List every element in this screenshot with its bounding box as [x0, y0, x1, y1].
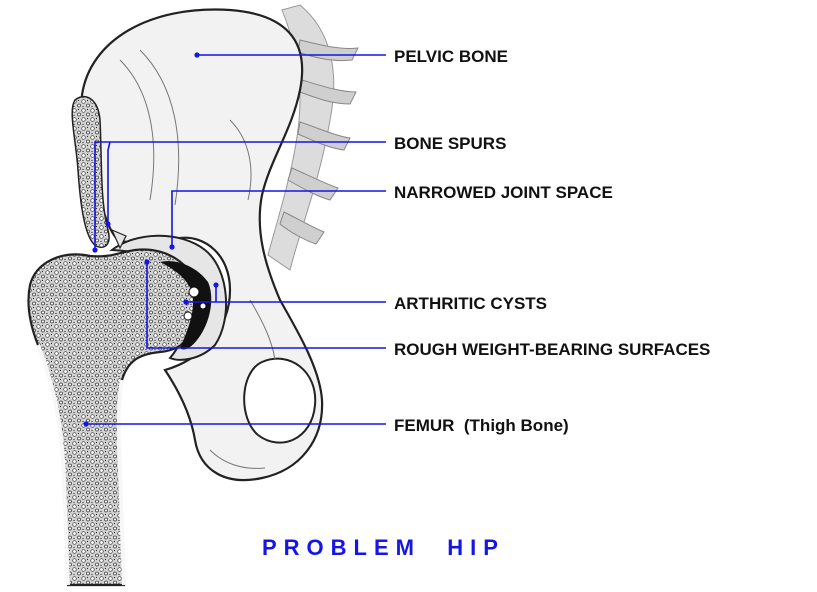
leader-dot-arthritic-cysts-1: [183, 299, 188, 304]
leader-dot-narrowed-joint-space: [169, 244, 174, 249]
femur-illustration: [28, 250, 200, 585]
leader-dot-pelvic-bone: [194, 52, 199, 57]
label-arthritic-cysts: ARTHRITIC CYSTS: [394, 294, 547, 313]
diagram-title: PROBLEM HIP: [262, 535, 505, 560]
labels: PELVIC BONE BONE SPURS NARROWED JOINT SP…: [394, 47, 710, 435]
leader-dot-bone-spurs-1: [92, 247, 97, 252]
label-narrowed-joint-space: NARROWED JOINT SPACE: [394, 183, 613, 202]
label-pelvic-bone: PELVIC BONE: [394, 47, 508, 66]
label-rough-weight-bearing-surfaces: ROUGH WEIGHT-BEARING SURFACES: [394, 340, 710, 359]
leader-dot-femur: [83, 421, 88, 426]
leader-dot-bone-spurs-2: [105, 221, 110, 226]
label-bone-spurs: BONE SPURS: [394, 134, 506, 153]
leader-dot-arthritic-cysts-2: [213, 282, 218, 287]
leader-dot-rough-surfaces: [144, 259, 149, 264]
label-femur: FEMUR (Thigh Bone): [394, 416, 569, 435]
